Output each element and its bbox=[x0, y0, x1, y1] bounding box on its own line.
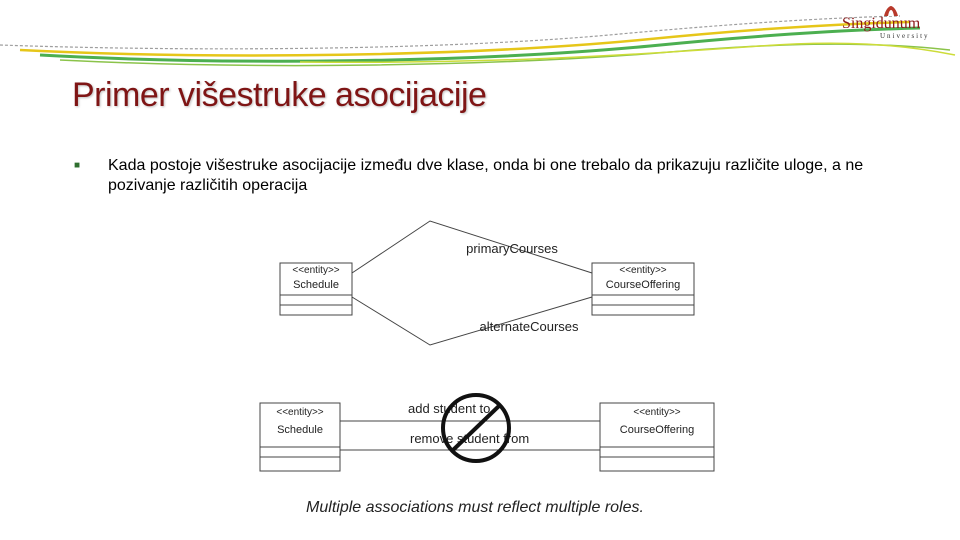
top-courseoffering-class: <<entity>> CourseOffering bbox=[592, 263, 694, 315]
top-schedule-class: <<entity>> Schedule bbox=[280, 263, 352, 315]
bottom-diagram: <<entity>> Schedule <<entity>> CourseOff… bbox=[260, 395, 714, 471]
diagram-caption: Multiple associations must reflect multi… bbox=[306, 499, 644, 516]
uml-diagram: <<entity>> Schedule <<entity>> CourseOff… bbox=[230, 205, 730, 535]
class-name: Schedule bbox=[293, 279, 339, 291]
university-logo: Singidunum University bbox=[842, 4, 942, 40]
role-label-upper: primaryCourses bbox=[466, 241, 558, 256]
bottom-courseoffering-class: <<entity>> CourseOffering bbox=[600, 403, 714, 471]
bottom-schedule-class: <<entity>> Schedule bbox=[260, 403, 340, 471]
class-stereotype: <<entity>> bbox=[619, 265, 666, 276]
class-stereotype: <<entity>> bbox=[633, 407, 680, 418]
role-label-lower: alternateCourses bbox=[480, 319, 579, 334]
class-name: CourseOffering bbox=[606, 279, 680, 291]
class-name: Schedule bbox=[277, 424, 323, 436]
bullet-text: Kada postoje višestruke asocijacije izme… bbox=[108, 156, 908, 196]
slide-title: Primer višestruke asocijacije bbox=[72, 76, 486, 115]
class-name: CourseOffering bbox=[620, 424, 694, 436]
logo-name: Singidunum bbox=[842, 15, 942, 33]
square-bullet-icon: ■ bbox=[74, 160, 80, 171]
top-diagram: <<entity>> Schedule <<entity>> CourseOff… bbox=[280, 221, 694, 345]
class-stereotype: <<entity>> bbox=[276, 407, 323, 418]
header-swoosh-decoration bbox=[0, 0, 960, 80]
class-stereotype: <<entity>> bbox=[292, 265, 339, 276]
uml-diagram-svg: <<entity>> Schedule <<entity>> CourseOff… bbox=[230, 205, 730, 535]
logo-subtitle: University bbox=[880, 32, 930, 40]
